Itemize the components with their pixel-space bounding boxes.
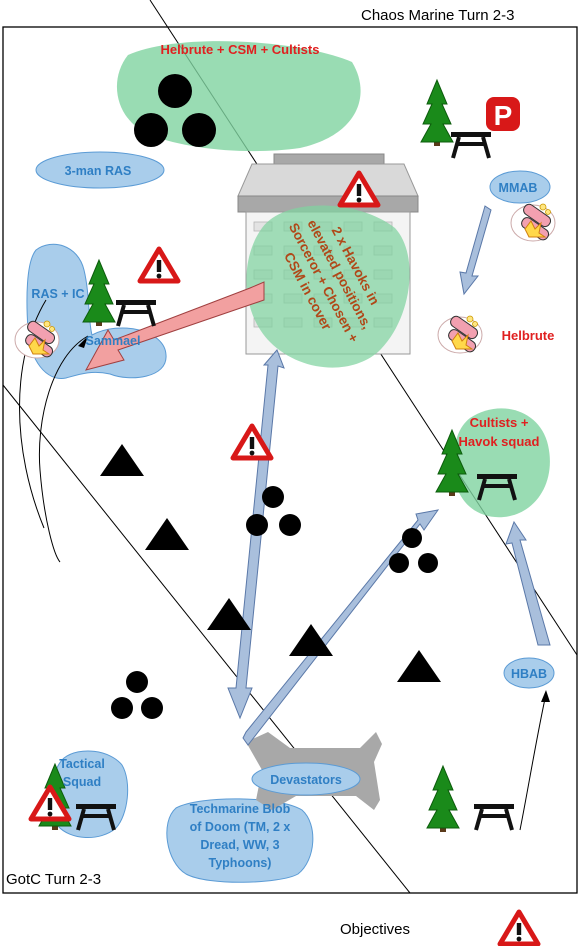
gotc-deployment-line: [2, 384, 411, 894]
circle-terrain-icon: [111, 697, 133, 719]
cultists-label-line2: Havok squad: [459, 434, 540, 449]
tactical-label-line1: Tactical: [59, 757, 105, 771]
circle-terrain-icon: [402, 528, 422, 548]
circle-terrain-icon: [418, 553, 438, 573]
circle-terrain-icon: [262, 486, 284, 508]
hbab-move-arc: [519, 693, 547, 831]
circle-terrain-icon: [279, 514, 301, 536]
circle-terrain-icon: [182, 113, 216, 147]
picnic-table-icon: [472, 802, 516, 832]
techmarine-label-line4: Typhoons): [209, 856, 272, 870]
mmab-label: MMAB: [499, 181, 538, 195]
parking-icon: P: [486, 97, 520, 131]
tactical-label-line2: Squad: [63, 775, 101, 789]
ras-ic-label: RAS + IC: [31, 287, 84, 301]
triangle-terrain-icon: [207, 598, 251, 630]
tree-icon: [420, 79, 454, 147]
havok-fire-arrow: [85, 281, 265, 371]
devastators-label: Devastators: [270, 773, 342, 787]
techmarine-label-line2: of Doom (TM, 2 x: [190, 820, 291, 834]
gotc-turn-title: GotC Turn 2-3: [6, 871, 101, 888]
arrow-mmab-to-helbrute: [459, 205, 492, 296]
techmarine-label-line3: Dread, WW, 3: [200, 838, 279, 852]
triangle-terrain-icon: [145, 518, 189, 550]
arrow-blob-to-cultists: [242, 509, 440, 746]
ras-3man-label: 3-man RAS: [65, 164, 132, 178]
sammael-label: Sammael: [86, 334, 141, 348]
devastators-zone: [251, 762, 361, 796]
chaos-zone-east: [453, 408, 550, 518]
objective-warning-icon: [500, 912, 538, 944]
arrow-hbab-to-cultists: [505, 520, 551, 646]
chaos-zone-building: [246, 205, 410, 368]
triangle-terrain-icon: [397, 650, 441, 682]
circle-terrain-icon: [134, 113, 168, 147]
ras-ic-move-arc-2: [38, 335, 89, 563]
hbab-label: HBAB: [511, 667, 547, 681]
board-border: [2, 26, 578, 894]
circle-terrain-icon: [158, 74, 192, 108]
mmab-zone: [489, 170, 551, 204]
objective-warning-icon: [140, 249, 178, 281]
explosion-icon: [437, 313, 483, 355]
chaos-zone-north: [116, 41, 361, 152]
picnic-table-icon: [114, 298, 158, 328]
helbrute-csm-cultists-label: Helbrute + CSM + Cultists: [161, 42, 320, 57]
circle-terrain-icon: [141, 697, 163, 719]
explosion-icon: [510, 201, 556, 243]
picnic-table-icon: [449, 130, 493, 160]
triangle-terrain-icon: [289, 624, 333, 656]
ras-3man-zone: [35, 151, 165, 189]
circle-terrain: [111, 74, 438, 719]
objectives-legend-label: Objectives: [340, 921, 410, 938]
techmarine-label-line1: Techmarine Blob: [190, 802, 291, 816]
triangle-terrain: [100, 444, 441, 682]
hbab-zone: [503, 657, 555, 689]
triangle-terrain-icon: [100, 444, 144, 476]
circle-terrain-icon: [246, 514, 268, 536]
helbrute-label: Helbrute: [502, 328, 555, 343]
svg-text:P: P: [494, 100, 513, 131]
tree-icon: [426, 765, 460, 833]
cultists-label-line1: Cultists +: [470, 415, 529, 430]
circle-terrain-icon: [126, 671, 148, 693]
chaos-turn-title: Chaos Marine Turn 2-3: [361, 7, 514, 24]
circle-terrain-icon: [389, 553, 409, 573]
